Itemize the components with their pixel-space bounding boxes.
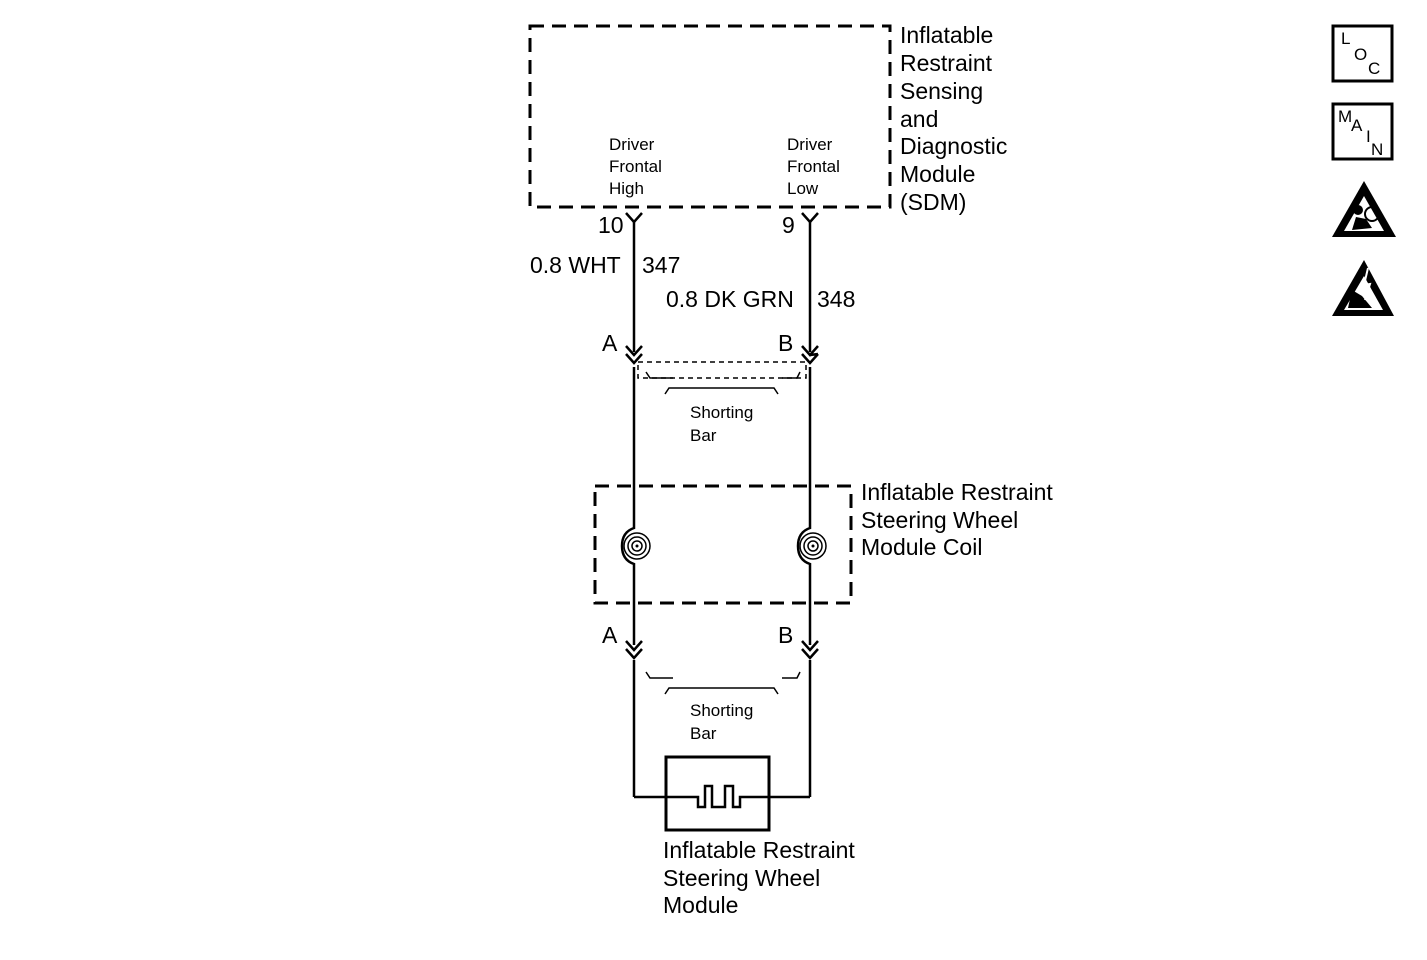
airbag-squib-icon: [666, 784, 769, 809]
svg-text:L: L: [1341, 29, 1350, 48]
loc-icon[interactable]: L O C: [1331, 24, 1394, 83]
wire-348-label: 0.8 DK GRN 348: [666, 286, 855, 312]
module-title: Inflatable Restraint Steering Wheel Modu…: [663, 837, 861, 918]
sdm-pin-left: 10: [598, 212, 624, 238]
lower-connector-pin-b: B: [778, 622, 793, 648]
lower-shorting-bar-label: Shorting Bar: [690, 701, 758, 743]
sdm-terminal-left: [625, 212, 643, 224]
steering-wheel-module-coil: Inflatable Restraint Steering Wheel Modu…: [593, 479, 1059, 605]
svg-text:N: N: [1371, 140, 1383, 159]
circuit-347-wire: [632, 222, 666, 799]
module-box: [664, 755, 771, 832]
sdm-driver-frontal-high-label: Driver Frontal High: [609, 135, 667, 198]
coil-title: Inflatable Restraint Steering Wheel Modu…: [861, 479, 1059, 560]
lower-connector-terminal-b: [801, 640, 819, 660]
upper-connector-pin-b: B: [778, 330, 793, 356]
upper-shorting-bar-contacts: [645, 371, 801, 379]
svg-text:C: C: [1368, 59, 1380, 78]
sdm-pin-right: 9: [782, 212, 795, 238]
lower-connector-pin-a: A: [602, 622, 618, 648]
lower-connector-terminal-a: [625, 640, 643, 660]
upper-connector-pin-a: A: [602, 330, 618, 356]
circuit-348-wire: [769, 222, 812, 799]
sdm-terminal-right: [801, 212, 819, 224]
svg-text:M: M: [1338, 107, 1352, 126]
coil-right-spiral: [796, 488, 827, 600]
lower-shorting-bar: [664, 687, 779, 695]
coil-boundary: [593, 484, 853, 605]
svg-text:I: I: [1366, 127, 1371, 146]
steering-wheel-module: Inflatable Restraint Steering Wheel Modu…: [663, 755, 861, 918]
upper-connector-body: [637, 361, 807, 379]
svg-text:O: O: [1354, 45, 1367, 64]
lower-shorting-bar-contacts: [645, 671, 801, 679]
upper-connector-terminal-b: [801, 345, 819, 365]
esd-warning-icon[interactable]: [1332, 260, 1394, 316]
upper-shorting-bar-label: Shorting Bar: [690, 403, 758, 445]
upper-shorting-bar: [664, 387, 779, 395]
main-icon[interactable]: M A I N: [1331, 102, 1394, 161]
svg-text:A: A: [1351, 116, 1363, 135]
sdm-driver-frontal-low-label: Driver Frontal Low: [787, 135, 845, 198]
coil-left-spiral: [620, 488, 651, 600]
upper-connector-terminal-a: [625, 345, 643, 365]
sdm-title: Inflatable Restraint Sensing and Diagnos…: [900, 22, 1014, 215]
sdm-boundary: [528, 24, 892, 209]
lower-connector: A B Shorting Bar: [602, 622, 819, 743]
upper-connector: A B Shorting Bar: [602, 330, 819, 445]
wire-347-label: 0.8 WHT 347: [530, 252, 680, 278]
airbag-warning-icon[interactable]: [1332, 181, 1396, 237]
sdm-module: Inflatable Restraint Sensing and Diagnos…: [528, 22, 1014, 215]
